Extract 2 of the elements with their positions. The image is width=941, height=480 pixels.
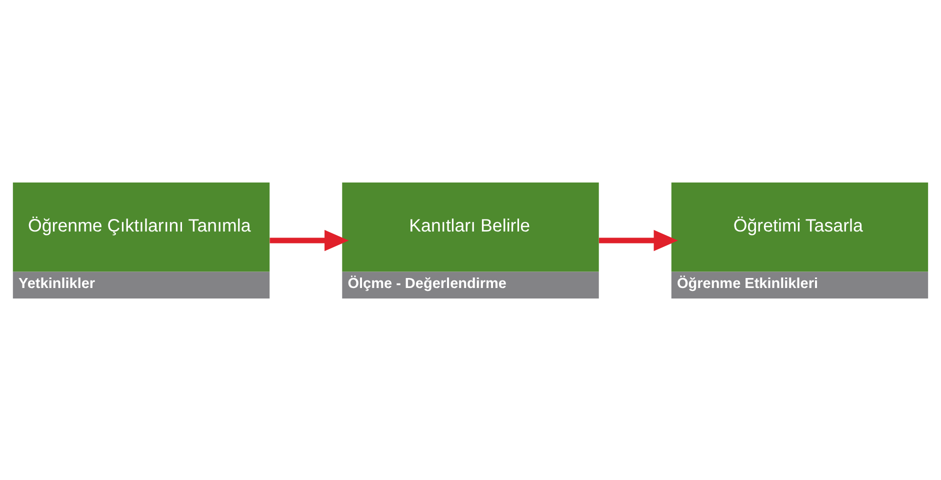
arrow bbox=[598, 229, 678, 251]
arrow bbox=[270, 229, 349, 251]
